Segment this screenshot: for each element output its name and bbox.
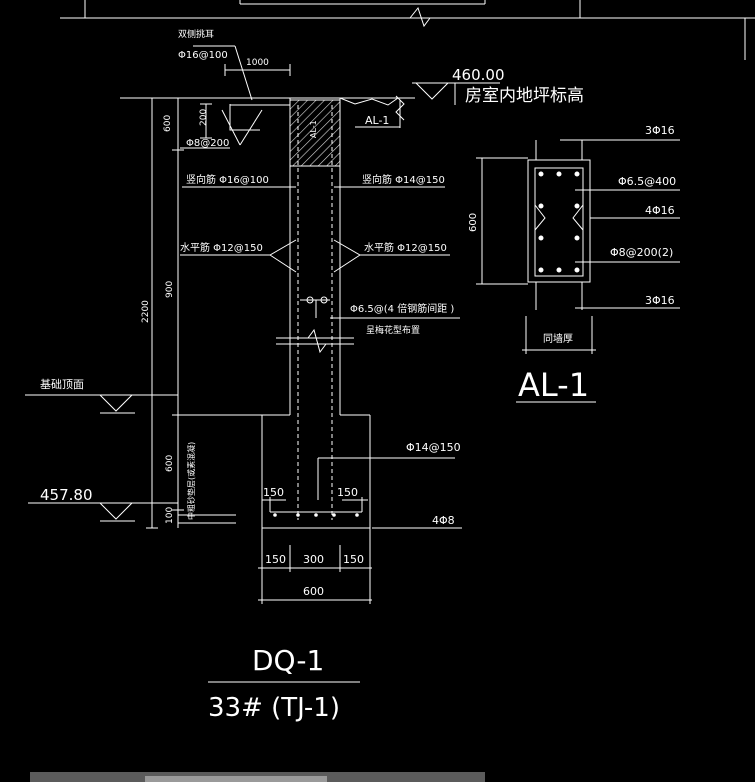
cantilever-label: 双侧挑耳 [178,28,214,40]
dim-150-left: 150 [263,486,284,499]
bottom-bars-label: 4Φ8 [432,514,455,527]
gravel-note: 中粗砂垫层(或素混凝) [186,442,196,520]
base-dim-2: 300 [303,553,324,566]
al1-side-bars: 4Φ16 [645,204,675,217]
drawing-subtitle: 33# (TJ-1) [208,693,340,723]
cantilever-spec: Φ16@100 [178,50,228,61]
drawing-title: DQ-1 [252,644,324,677]
tie-note-2: 呈梅花型布置 [366,324,420,336]
beam-in-wall-tag: AL-1 [309,120,318,138]
bottom-dimensions [258,499,462,604]
dim-600-top: 600 [163,115,173,132]
base-dim-3: 150 [343,553,364,566]
al1-height-dim: 600 [468,213,479,232]
beam-tag: AL-1 [365,114,389,127]
horizontal-leaders [180,147,460,500]
al1-leaders [560,139,680,309]
horizontal-left-label: 水平筋 Φ12@150 [180,241,263,254]
cantilever-rebar [221,104,290,146]
vertical-rebars [297,105,333,520]
footing-rebar [269,497,363,513]
al1-bar-top: 3Φ16 [645,124,675,137]
vertical-right-label: 竖向筋 Φ14@150 [362,173,445,186]
indoor-level-marker [355,82,500,128]
horizontal-right-label: 水平筋 Φ12@150 [364,241,447,254]
ground-line [120,97,415,106]
dim-150-right: 150 [337,486,358,499]
bottom-level-marker [28,502,236,524]
al1-title: AL-1 [518,366,589,404]
wall-outline [177,98,371,529]
wall-break [276,328,354,354]
bottom-elevation-value: 457.80 [40,486,93,504]
top-frame [60,0,755,60]
tie-spec: Φ8@200 [186,138,229,149]
dim-100: 100 [165,507,175,524]
footing-bar-dots [273,296,359,517]
tie-note: Φ6.5@(4 倍钢筋间距 ) [350,302,454,315]
al1-bar-dots [538,171,580,273]
dim-600-mid: 600 [165,455,175,472]
dim-1000: 1000 [246,58,269,68]
foundation-top-label: 基础顶面 [40,378,84,391]
al1-outline [476,140,596,403]
al1-stirrup-a: Φ6.5@400 [618,175,676,188]
base-total: 600 [303,585,324,598]
dim-200: 200 [199,109,209,126]
al1-width-label: 同墙厚 [543,332,573,345]
indoor-elevation-value: 460.00 [452,66,505,84]
vertical-left-label: 竖向筋 Φ16@100 [186,173,269,186]
foundation-top-marker [25,394,178,414]
left-dimensions [146,45,291,529]
dim-900: 900 [165,281,175,298]
al1-bar-bottom: 3Φ16 [645,294,675,307]
al1-stirrup-b: Φ8@200(2) [610,246,673,259]
scrollbar-thumb[interactable] [145,776,327,782]
dim-2200: 2200 [141,300,151,323]
base-dim-1: 150 [265,553,286,566]
footing-spec: Φ14@150 [406,441,461,454]
indoor-elevation-label: 房室内地坪标高 [465,86,584,106]
